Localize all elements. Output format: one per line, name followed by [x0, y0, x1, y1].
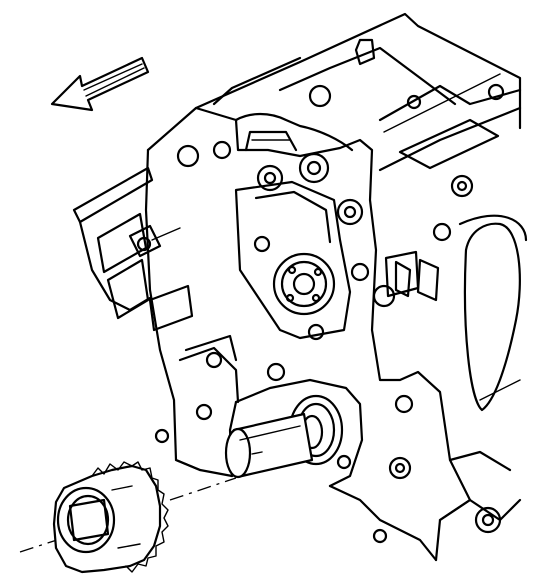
direction-arrow-icon: [50, 56, 150, 112]
cylinder-bore-region: [378, 106, 528, 412]
left-flange: [72, 166, 240, 404]
crankshaft-sprocket: [52, 461, 169, 574]
block-top-deck: [194, 12, 522, 133]
crankshaft-snout: [224, 412, 314, 479]
pan-rail: [174, 379, 522, 562]
front-cover-face: [144, 106, 472, 562]
